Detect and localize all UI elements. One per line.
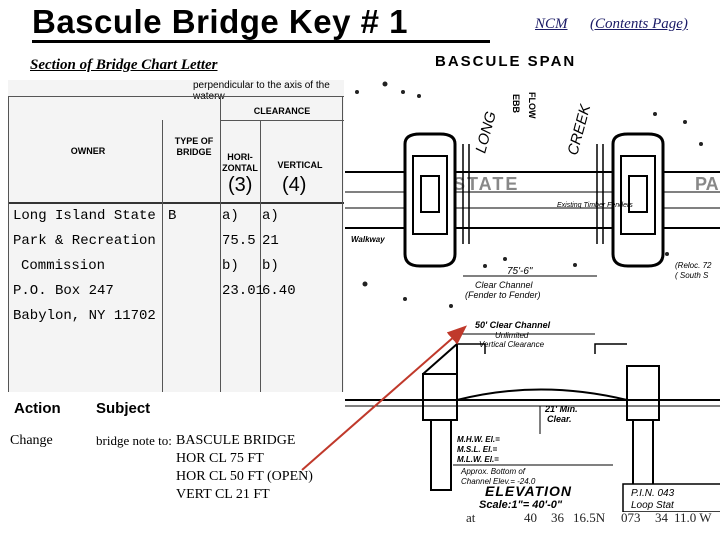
elevation-label: ELEVATION: [485, 483, 572, 499]
pin-box: [622, 483, 720, 512]
owner-cell: Long Island State Park & Recreation Comm…: [13, 204, 156, 329]
owner-line: P.O. Box 247: [13, 283, 114, 299]
clearance-header: CLEARANCE: [253, 106, 311, 116]
min-clear-label-2: Clear.: [547, 414, 572, 424]
subject-lines: BASCULE BRIDGE HOR CL 75 FT HOR CL 50 FT…: [176, 432, 313, 504]
unlimited-label: Unlimited: [495, 331, 529, 340]
subject-header: Subject: [96, 400, 151, 417]
pa-label: PA: [695, 174, 719, 194]
fenders: [462, 144, 604, 244]
pointer-arrow: [301, 325, 468, 471]
owner-line: Commission: [21, 258, 106, 274]
south-s-label: ( South S: [675, 271, 709, 280]
vertical-value: a): [262, 208, 279, 224]
vertical-num: (4): [282, 174, 307, 196]
ebb-label: EBB: [511, 94, 521, 114]
ncm-link[interactable]: NCM: [535, 16, 568, 32]
coord-prefix: at: [466, 510, 476, 525]
subject-prefix: bridge note to:: [96, 433, 172, 448]
msl-label: M.S.L. El.=: [457, 445, 498, 454]
table-rule: [162, 120, 163, 392]
horizontal-value: b): [222, 258, 239, 274]
action-header: Action: [14, 400, 61, 417]
type-value: B: [168, 208, 177, 224]
bridge-drawing: BASCULE SPAN EBB FLOW LONG CREEK STATE P…: [345, 44, 720, 512]
flow-label: FLOW: [527, 92, 537, 119]
approx-bottom-label: Approx. Bottom of: [460, 467, 526, 476]
owner-line: Park & Recreation: [13, 233, 156, 249]
vertical-value: 6.40: [262, 283, 296, 299]
coord-lat-deg: 40: [524, 510, 537, 525]
coord-lon-min: 34: [655, 510, 668, 525]
vertical-header: VERTICAL: [277, 160, 323, 170]
table-rule: [342, 96, 343, 392]
coord-lon-deg: 073: [621, 510, 641, 525]
page-title: Bascule Bridge Key # 1: [32, 3, 408, 40]
mhw-label: M.H.W. El.=: [457, 435, 500, 444]
subject-line: HOR CL 50 FT (OPEN): [176, 469, 313, 484]
table-rule: [8, 202, 344, 204]
vertical-clearance-label: Vertical Clearance: [479, 340, 545, 349]
channel-elev-label: Channel Elev.= -24.0: [461, 477, 536, 486]
horizontal-value: a): [222, 208, 239, 224]
section-heading: Section of Bridge Chart Letter: [30, 57, 218, 73]
table-rule: [8, 96, 344, 97]
walkway-label: Walkway: [351, 235, 385, 244]
coord-lon-sec: 11.0 W: [674, 510, 712, 525]
chart-letter-scan: perpendicular to the axis of the waterw …: [8, 80, 344, 392]
owner-line: Long Island State: [13, 208, 156, 224]
horizontal-value: 75.5: [222, 233, 256, 249]
title-underline: [32, 40, 490, 43]
table-rule: [220, 96, 221, 392]
horizontal-cell: a) 75.5 b) 23.01: [222, 204, 264, 304]
horizontal-num: (3): [228, 174, 253, 196]
dimension-label: 75'-6": [507, 266, 533, 277]
table-rule: [260, 120, 261, 392]
min-clear-label-1: 21' Min.: [544, 404, 578, 414]
bridge-drawing-svg: BASCULE SPAN EBB FLOW LONG CREEK STATE P…: [345, 53, 720, 512]
subject-line: BASCULE BRIDGE: [176, 433, 296, 448]
loop-state-label: Loop Stat: [631, 500, 675, 511]
reloc-label: (Reloc. 72: [675, 261, 712, 270]
scale-label: Scale:1"= 40'-0": [479, 499, 563, 511]
contents-page-link[interactable]: (Contents Page): [590, 16, 688, 32]
coord-lat-sec: 16.5N: [573, 510, 606, 525]
fender-to-fender-label: (Fender to Fender): [465, 290, 541, 300]
clear-channel-50-label: 50' Clear Channel: [475, 320, 551, 330]
left-pier: [403, 132, 457, 268]
bascule-span-label: BASCULE SPAN: [435, 53, 576, 70]
horizontal-value: 23.01: [222, 283, 265, 299]
horizontal-header: HORI-ZONTAL: [222, 152, 258, 173]
type-of-bridge-header: TYPE OF BRIDGE: [174, 136, 214, 157]
table-rule: [220, 120, 344, 121]
pin-label: P.I.N. 043: [631, 488, 675, 499]
subject-line: VERT CL 21 FT: [176, 487, 270, 502]
mlw-label: M.L.W. El.=: [457, 455, 499, 464]
owner-header: OWNER: [70, 146, 106, 156]
vertical-value: b): [262, 258, 279, 274]
subject-line: HOR CL 75 FT: [176, 451, 264, 466]
owner-line: Babylon, NY 11702: [13, 308, 156, 324]
table-rule: [8, 96, 9, 392]
vertical-value: 21: [262, 233, 279, 249]
vertical-cell: a) 21 b) 6.40: [262, 204, 296, 304]
right-pier: [611, 132, 665, 268]
action-value: Change: [10, 433, 53, 448]
coord-lat-min: 36: [551, 510, 564, 525]
existing-timber-label: Existing Timber Fenders: [557, 202, 633, 209]
clear-channel-label: Clear Channel: [475, 280, 534, 290]
